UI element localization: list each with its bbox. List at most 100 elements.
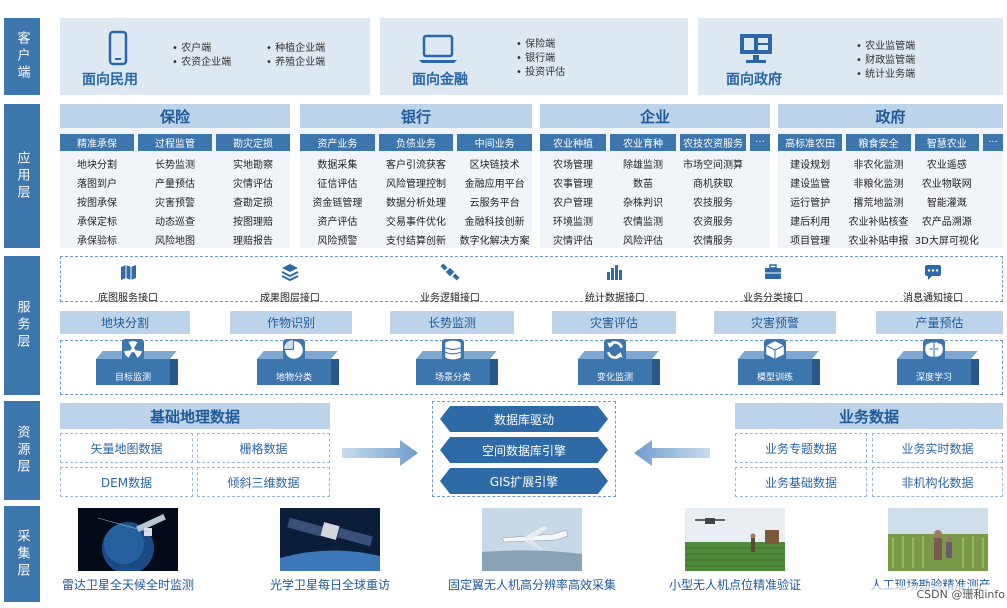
biz-data-item[interactable]: 业务基础数据 [735, 467, 867, 497]
app-cell[interactable]: 风险地图 [155, 236, 195, 247]
app-cell[interactable]: 农场管理 [553, 160, 593, 171]
client-government[interactable]: 面向政府 农业监管端 财政监管端 统计业务端 [698, 18, 1003, 95]
client-civil[interactable]: 面向民用 农户端 农资企业端 种植企业端 养殖企业端 [60, 18, 370, 95]
function-button[interactable]: 作物识别 [230, 311, 352, 334]
app-cell[interactable]: 按图承保 [77, 198, 117, 209]
interface-item[interactable]: 成果图层接口 [240, 262, 340, 304]
app-cell[interactable]: 撂荒地监测 [853, 198, 904, 209]
app-cell[interactable]: 农事管理 [553, 179, 593, 190]
app-cell[interactable]: 征信评估 [317, 179, 358, 190]
app-cell[interactable]: 农技服务 [693, 198, 733, 209]
app-cell[interactable]: 理赔报告 [233, 236, 273, 247]
app-cell[interactable]: 数苗 [633, 179, 653, 190]
algorithm-item[interactable]: 变化监测 [568, 339, 666, 389]
engine-spatial-database[interactable]: 空间数据库引擎 [440, 437, 608, 463]
client-finance[interactable]: 面向金融 保险端 银行端 投资评估 [380, 18, 688, 95]
function-button[interactable]: 地块分割 [60, 311, 190, 334]
app-cell[interactable]: 农业物联网 [921, 179, 972, 190]
app-cell[interactable]: 农业补贴申报 [848, 236, 909, 247]
algorithm-item[interactable]: 场景分类 [406, 339, 504, 389]
function-button[interactable]: 灾害预警 [714, 311, 836, 334]
app-cell[interactable]: 数字化解决方案 [459, 236, 530, 247]
app-cell[interactable]: 运行管护 [790, 198, 831, 209]
algorithm-item[interactable]: 地物分类 [247, 339, 345, 389]
app-cell[interactable]: 动态巡查 [155, 217, 195, 228]
interface-item[interactable]: 消息通知接口 [883, 262, 983, 304]
app-sub-tab[interactable]: 中间业务 [457, 134, 532, 151]
app-cell[interactable]: 风险评估 [623, 236, 663, 247]
app-cell[interactable]: 落图到户 [77, 179, 117, 190]
geo-data-item[interactable]: 矢量地图数据 [60, 433, 193, 463]
algorithm-item[interactable]: 目标监测 [86, 339, 184, 389]
app-cell[interactable]: 风险管理控制 [385, 179, 446, 190]
app-cell[interactable]: 建设规划 [790, 160, 831, 171]
app-cell[interactable]: 灾害预警 [155, 198, 195, 209]
app-cell[interactable]: 农情监测 [623, 217, 663, 228]
app-cell[interactable]: 杂株判识 [623, 198, 663, 209]
app-cell[interactable]: 资金链管理 [312, 198, 363, 209]
app-sub-tab[interactable]: 高标准农田 [778, 134, 843, 151]
app-cell[interactable]: 3D大屏可视化 [914, 236, 979, 247]
app-cell[interactable]: 农产品溯源 [921, 217, 972, 228]
app-cell[interactable]: 农业补贴核查 [848, 217, 909, 228]
app-cell[interactable]: 环境监测 [553, 217, 593, 228]
interface-item[interactable]: 统计数据接口 [565, 262, 665, 304]
more-button[interactable]: ··· [750, 134, 770, 151]
app-sub-tab[interactable]: 粮食安全 [846, 134, 911, 151]
interface-item[interactable]: 业务分类接口 [723, 262, 823, 304]
app-sub-tab[interactable]: 精准承保 [60, 134, 134, 151]
app-cell[interactable]: 支付结算创新 [385, 236, 446, 247]
algorithm-item[interactable]: 模型训练 [728, 339, 826, 389]
app-sub-tab[interactable]: 过程监管 [138, 134, 212, 151]
app-cell[interactable]: 建设监管 [790, 179, 831, 190]
app-cell[interactable]: 产量预估 [155, 179, 195, 190]
app-cell[interactable]: 交易事件优化 [385, 217, 446, 228]
app-cell[interactable]: 按图理赔 [233, 217, 273, 228]
app-cell[interactable]: 承保定标 [77, 217, 117, 228]
app-cell[interactable]: 农资服务 [693, 217, 733, 228]
app-cell[interactable]: 地块分割 [77, 160, 117, 171]
engine-gis-extension[interactable]: GIS扩展引擎 [440, 468, 608, 494]
app-cell[interactable]: 智能灌溉 [926, 198, 967, 209]
engine-database-driver[interactable]: 数据库驱动 [440, 406, 608, 432]
geo-data-item[interactable]: 倾斜三维数据 [197, 467, 330, 497]
geo-data-item[interactable]: 栅格数据 [197, 433, 330, 463]
app-sub-tab[interactable]: 智慧农业 [914, 134, 979, 151]
app-cell[interactable]: 数据分析处理 [385, 198, 446, 209]
app-cell[interactable]: 除雄监测 [623, 160, 663, 171]
interface-item[interactable]: 底图服务接口 [78, 262, 178, 304]
app-cell[interactable]: 资产评估 [317, 217, 358, 228]
algorithm-item[interactable]: 深度学习 [887, 339, 985, 389]
app-sub-tab[interactable]: 农业种植 [540, 134, 606, 151]
app-sub-tab[interactable]: 勘灾定损 [216, 134, 290, 151]
app-cell[interactable]: 承保验标 [77, 236, 117, 247]
app-cell[interactable]: 农业遥感 [926, 160, 967, 171]
app-cell[interactable]: 项目管理 [790, 236, 831, 247]
app-cell[interactable]: 客户引流获客 [385, 160, 446, 171]
app-cell[interactable]: 农情服务 [693, 236, 733, 247]
more-button[interactable]: ··· [983, 134, 1003, 151]
app-cell[interactable]: 区块链技术 [469, 160, 520, 171]
app-sub-tab[interactable]: 资产业务 [300, 134, 375, 151]
app-cell[interactable]: 云服务平台 [469, 198, 520, 209]
biz-data-item[interactable]: 非机构化数据 [872, 467, 1003, 497]
app-cell[interactable]: 非粮化监测 [853, 179, 904, 190]
app-cell[interactable]: 实地勘察 [233, 160, 273, 171]
biz-data-item[interactable]: 业务实时数据 [872, 433, 1003, 463]
geo-data-item[interactable]: DEM数据 [60, 467, 193, 497]
app-cell[interactable]: 灾情评估 [553, 236, 593, 247]
app-cell[interactable]: 数据采集 [317, 160, 358, 171]
app-cell[interactable]: 建后利用 [790, 217, 831, 228]
function-button[interactable]: 产量预估 [876, 311, 1003, 334]
biz-data-item[interactable]: 业务专题数据 [735, 433, 867, 463]
app-cell[interactable]: 商机获取 [693, 179, 733, 190]
function-button[interactable]: 灾害评估 [552, 311, 676, 334]
app-sub-tab[interactable]: 农业育种 [610, 134, 676, 151]
app-cell[interactable]: 长势监测 [155, 160, 195, 171]
app-sub-tab[interactable]: 农技农资服务 [680, 134, 746, 151]
app-cell[interactable]: 灾情评估 [233, 179, 273, 190]
app-cell[interactable]: 查勘定损 [233, 198, 273, 209]
app-cell[interactable]: 非农化监测 [853, 160, 904, 171]
app-cell[interactable]: 金融应用平台 [464, 179, 525, 190]
app-cell[interactable]: 农户管理 [553, 198, 593, 209]
